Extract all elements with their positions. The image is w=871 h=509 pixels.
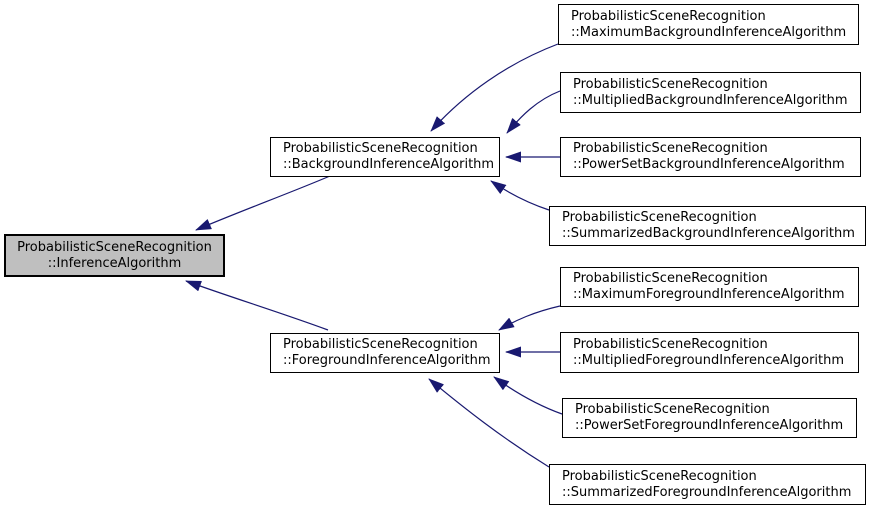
- edge-sumbg-to-background: [490, 180, 550, 211]
- edge-background-to-inference: [195, 175, 331, 231]
- class-node-multiplied-background-inference-algorithm[interactable]: ProbabilisticSceneRecognition ::Multipli…: [560, 72, 861, 113]
- class-node-label-line2: ::PowerSetForegroundInferenceAlgorithm: [575, 418, 844, 433]
- class-node-inference-algorithm[interactable]: ProbabilisticSceneRecognition ::Inferenc…: [4, 234, 225, 277]
- class-node-label-line1: ProbabilisticSceneRecognition: [562, 468, 757, 484]
- class-node-label-line1: ProbabilisticSceneRecognition: [562, 210, 757, 225]
- class-node-label-line2: ::MaximumBackgroundInferenceAlgorithm: [571, 24, 847, 40]
- class-node-label-line2: ::SummarizedForegroundInferenceAlgorithm: [562, 484, 852, 500]
- class-node-label-line1: ProbabilisticSceneRecognition: [283, 337, 478, 352]
- edge-sumfg-to-foreground: [428, 378, 550, 468]
- class-node-foreground-inference-algorithm[interactable]: ProbabilisticSceneRecognition ::Foregrou…: [270, 333, 500, 373]
- class-node-label-line2: ::InferenceAlgorithm: [47, 255, 182, 271]
- class-node-summarized-background-inference-algorithm[interactable]: ProbabilisticSceneRecognition ::Summariz…: [549, 206, 866, 246]
- edge-foreground-to-inference: [185, 280, 329, 331]
- class-node-label-line1: ProbabilisticSceneRecognition: [17, 239, 212, 255]
- class-node-label-line2: ::BackgroundInferenceAlgorithm: [283, 157, 495, 172]
- class-node-label-line1: ProbabilisticSceneRecognition: [573, 336, 768, 352]
- class-node-label-line1: ProbabilisticSceneRecognition: [575, 402, 770, 417]
- class-node-label-line2: ::MultipliedBackgroundInferenceAlgorithm: [573, 92, 848, 108]
- edge-powfg-to-foreground: [493, 376, 563, 415]
- class-node-label-line2: ::SummarizedBackgroundInferenceAlgorithm: [562, 226, 855, 241]
- class-node-label-line1: ProbabilisticSceneRecognition: [573, 76, 768, 92]
- class-node-maximum-background-inference-algorithm[interactable]: ProbabilisticSceneRecognition ::MaximumB…: [558, 4, 859, 45]
- class-node-summarized-foreground-inference-algorithm[interactable]: ProbabilisticSceneRecognition ::Summariz…: [549, 464, 866, 505]
- class-node-label-line2: ::MultipliedForegroundInferenceAlgorithm: [573, 352, 845, 368]
- class-node-background-inference-algorithm[interactable]: ProbabilisticSceneRecognition ::Backgrou…: [270, 137, 500, 177]
- edge-multbg-to-background: [506, 90, 561, 134]
- edge-maxfg-to-foreground: [498, 305, 561, 331]
- class-node-label-line1: ProbabilisticSceneRecognition: [283, 141, 478, 156]
- edge-maxbg-to-background: [430, 43, 559, 132]
- class-node-label-line1: ProbabilisticSceneRecognition: [573, 271, 768, 286]
- class-node-label-line2: ::MaximumForegroundInferenceAlgorithm: [573, 287, 845, 302]
- class-node-powerset-foreground-inference-algorithm[interactable]: ProbabilisticSceneRecognition ::PowerSet…: [562, 398, 857, 438]
- class-node-powerset-background-inference-algorithm[interactable]: ProbabilisticSceneRecognition ::PowerSet…: [560, 137, 861, 177]
- class-node-label-line2: ::ForegroundInferenceAlgorithm: [283, 353, 491, 368]
- class-node-label-line1: ProbabilisticSceneRecognition: [571, 8, 766, 24]
- class-node-multiplied-foreground-inference-algorithm[interactable]: ProbabilisticSceneRecognition ::Multipli…: [560, 332, 859, 373]
- class-node-label-line1: ProbabilisticSceneRecognition: [573, 141, 768, 156]
- class-node-label-line2: ::PowerSetBackgroundInferenceAlgorithm: [573, 157, 845, 172]
- class-node-maximum-foreground-inference-algorithm[interactable]: ProbabilisticSceneRecognition ::MaximumF…: [560, 267, 859, 307]
